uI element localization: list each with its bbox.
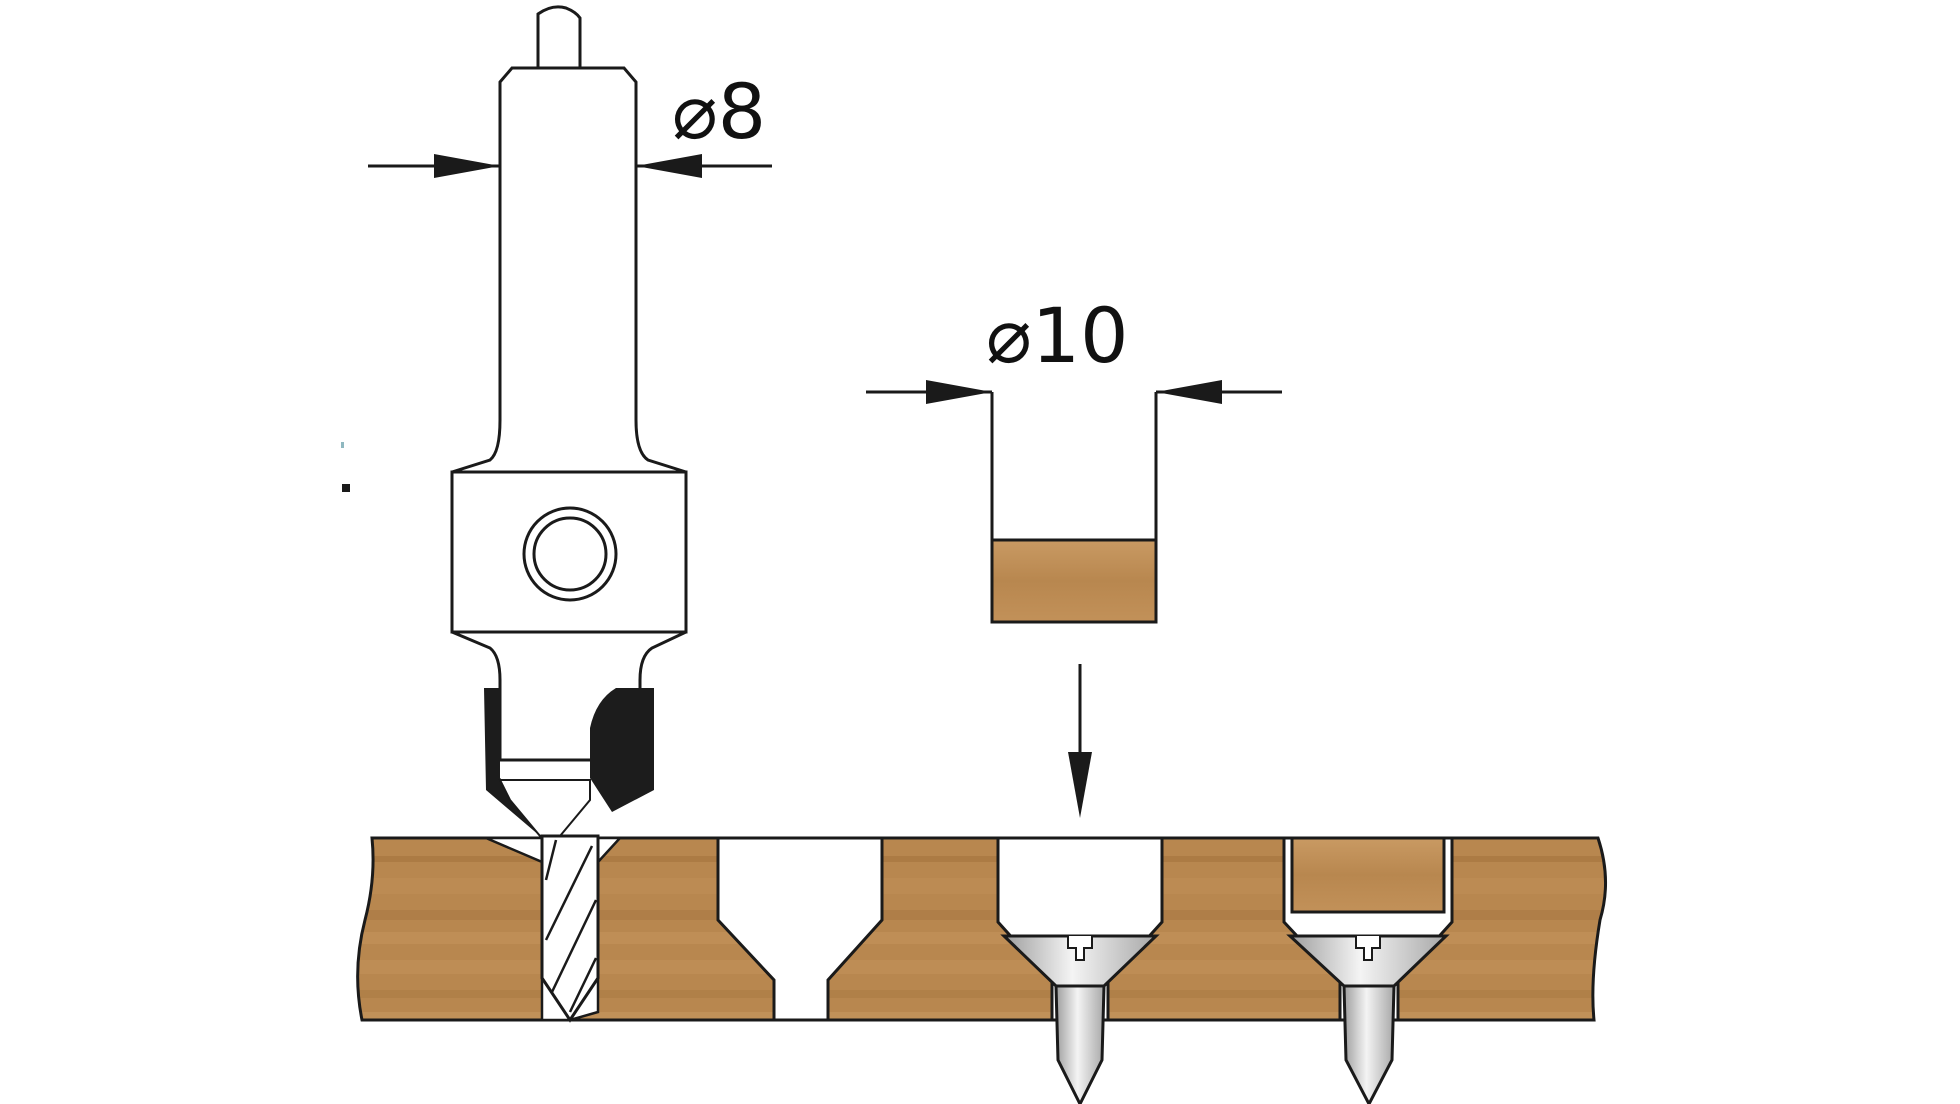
countersink-drill-icon [450,5,688,1023]
screw-middle [1000,934,1160,1104]
drill-shank [451,66,687,474]
dimension-plug: ⌀10 [866,291,1282,404]
shank-diameter-label: ⌀8 [672,67,766,156]
arrow-down-icon [1068,664,1092,818]
countersunk-hole-empty [716,836,884,1022]
wood-plug [1290,836,1446,914]
plug-wood [990,538,1158,624]
bit-flute [550,899,598,993]
bit-flute [568,957,598,1013]
speck [342,484,350,492]
screw-slot [1067,936,1093,961]
screw-slot [1355,936,1381,961]
cutter-right [590,688,654,812]
plug-diameter-label: ⌀10 [986,291,1128,380]
screw-shank [1342,984,1396,1104]
screw-shank [1054,984,1106,1104]
wood-plug-illustration [990,392,1158,624]
screw-right [1286,934,1450,1104]
arrow-right-icon [434,154,500,178]
collar-screw-inner [532,516,608,592]
twist-bit [540,834,600,1023]
wood-board [356,836,1607,1022]
dimension-shank: ⌀8 [368,67,772,178]
speck [341,442,344,448]
arrow-right-icon [926,380,992,404]
arrow-left-icon [1156,380,1222,404]
cutter-left [484,688,548,836]
bit-flute [544,839,558,881]
arrow-left-icon [636,154,702,178]
drill-pin [536,5,582,70]
bit-flute [544,845,594,941]
